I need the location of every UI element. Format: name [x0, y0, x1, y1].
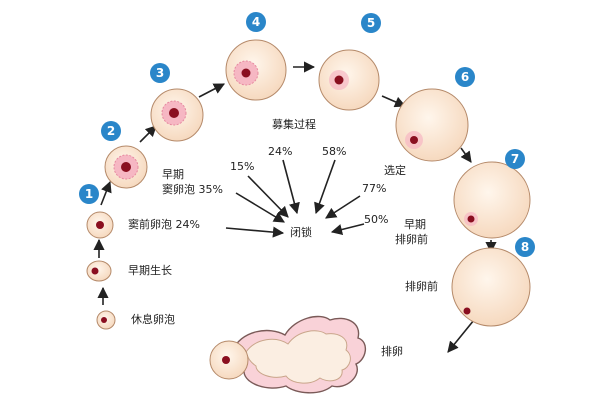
arrow-8-to-ovulation — [447, 319, 475, 353]
label-ovulation: 排卵 — [381, 345, 403, 358]
label-early-antral-2: 窦卵泡 35% — [162, 183, 223, 196]
progression-arrows — [93, 61, 497, 353]
follicle-stage-5 — [318, 49, 380, 111]
atresia-arrows — [225, 159, 365, 238]
stage-badge-8: 8 — [515, 237, 535, 257]
atresia-arrow-15 — [247, 175, 289, 218]
arrow-3-to-4 — [198, 83, 225, 98]
atresia-rate-24: 24% — [268, 145, 293, 158]
stage-badge-1: 1 — [79, 184, 99, 204]
follicle-stage-4 — [225, 39, 287, 101]
label-early-growth: 早期生长 — [128, 264, 172, 277]
atresia-arrow-preantral — [225, 226, 285, 238]
atresia-arrow-58 — [314, 159, 336, 215]
follicle-stage-6 — [395, 88, 469, 162]
stage-badge-4: 4 — [246, 12, 266, 32]
arrow-2-to-3 — [139, 125, 157, 143]
label-atresia: 闭锁 — [290, 226, 312, 239]
atresia-rate-50: 50% — [364, 213, 389, 226]
atresia-arrow-24 — [282, 159, 300, 215]
follicle-stage-3 — [150, 88, 204, 142]
label-preantral: 窦前卵泡 24% — [128, 218, 200, 231]
atresia-arrow-50 — [330, 223, 365, 235]
early-growth-follicle — [86, 260, 112, 282]
label-early-preovulatory-2: 排卵前 — [395, 233, 428, 246]
stage-badge-6: 6 — [455, 67, 475, 87]
label-recruitment: 募集过程 — [272, 118, 316, 131]
label-early-preovulatory-1: 早期 — [404, 218, 426, 231]
follicle-stage-7 — [453, 161, 531, 239]
stage-badge-2: 2 — [101, 121, 121, 141]
ovulation-ruptured-follicle — [209, 315, 366, 394]
atresia-arrow-77 — [325, 195, 361, 219]
arrow-1-to-2 — [100, 180, 112, 206]
follicle-stage-8 — [451, 247, 531, 327]
atresia-rate-58: 58% — [322, 145, 347, 158]
resting-follicle — [96, 310, 116, 330]
arrow-5-to-6 — [381, 95, 407, 108]
label-preovulatory: 排卵前 — [405, 280, 438, 293]
follicle-stage-2 — [104, 145, 148, 189]
label-selection: 选定 — [384, 164, 406, 177]
arrow-6-to-7 — [460, 147, 472, 163]
stage-badge-5: 5 — [361, 13, 381, 33]
label-resting-follicle: 休息卵泡 — [131, 313, 175, 326]
atresia-rate-77: 77% — [362, 182, 387, 195]
atresia-arrow-early-antral — [235, 192, 285, 223]
stage-badge-3: 3 — [150, 63, 170, 83]
label-early-antral-1: 早期 — [162, 168, 184, 181]
follicle-stage-1 — [86, 211, 114, 239]
stage-badge-7: 7 — [505, 149, 525, 169]
atresia-rate-15: 15% — [230, 160, 255, 173]
